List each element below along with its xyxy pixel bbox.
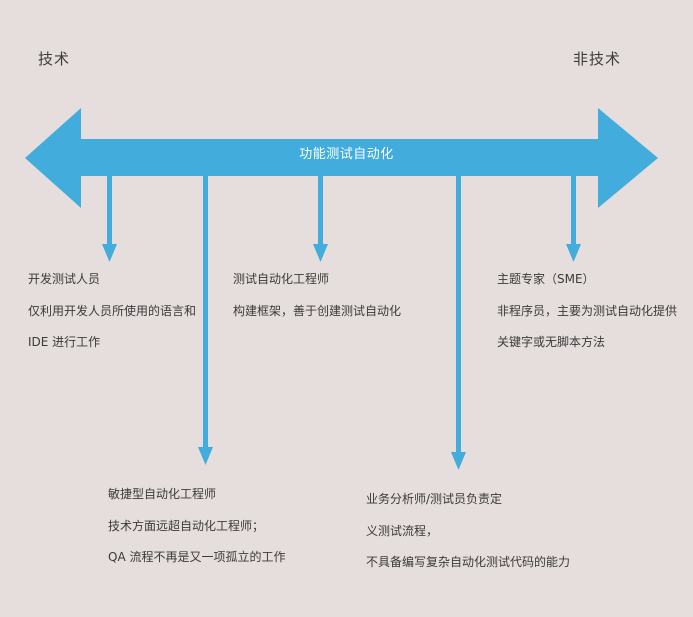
callout-test-automation-engineer: 测试自动化工程师 构建框架，善于创建测试自动化 (233, 264, 401, 327)
connector-arrow-2 (198, 176, 213, 465)
connector-arrow-1 (102, 176, 117, 262)
callout-detail-line-1: 技术方面远超自动化工程师； (108, 519, 265, 533)
callout-detail-line-2: IDE 进行工作 (28, 335, 101, 349)
callout-detail-line-1: 构建框架，善于创建测试自动化 (233, 304, 402, 318)
callout-developer-in-test: 开发测试人员 仅利用开发人员所使用的语言和 IDE 进行工作 (28, 264, 196, 358)
callout-subject-matter-expert: 主题专家（SME） 非程序员，主要为测试自动化提供 关键字或无脚本方法 (497, 264, 677, 358)
callout-detail-line-2: 不具备编写复杂自动化测试代码的能力 (366, 555, 571, 569)
axis-label-non-technical: 非技术 (573, 50, 622, 68)
callout-business-analyst-tester: 业务分析师/测试员负责定 义测试流程， 不具备编写复杂自动化测试代码的能力 (366, 484, 570, 578)
callout-role: 主题专家（SME） (497, 272, 595, 286)
callout-detail-line-1: 义测试流程， (366, 524, 439, 538)
callout-agile-automation-engineer: 敏捷型自动化工程师 技术方面远超自动化工程师； QA 流程不再是又一项孤立的工作 (108, 479, 285, 573)
callout-detail-line-1: 非程序员，主要为测试自动化提供 (497, 304, 678, 318)
callout-detail-line-1: 仅利用开发人员所使用的语言和 (28, 304, 197, 318)
callout-role: 测试自动化工程师 (233, 272, 330, 286)
connector-arrow-3 (313, 176, 328, 262)
spectrum-double-arrow (25, 108, 658, 208)
connector-arrow-5 (566, 176, 581, 262)
callout-detail-line-2: QA 流程不再是又一项孤立的工作 (108, 550, 286, 564)
callout-role: 业务分析师/测试员负责定 (366, 492, 503, 506)
callout-detail-line-2: 关键字或无脚本方法 (497, 335, 606, 349)
connector-arrow-4 (451, 176, 466, 470)
callout-role: 开发测试人员 (28, 272, 101, 286)
spectrum-banner-title: 功能测试自动化 (299, 147, 394, 162)
callout-role: 敏捷型自动化工程师 (108, 487, 217, 501)
axis-label-technical: 技术 (38, 50, 71, 68)
